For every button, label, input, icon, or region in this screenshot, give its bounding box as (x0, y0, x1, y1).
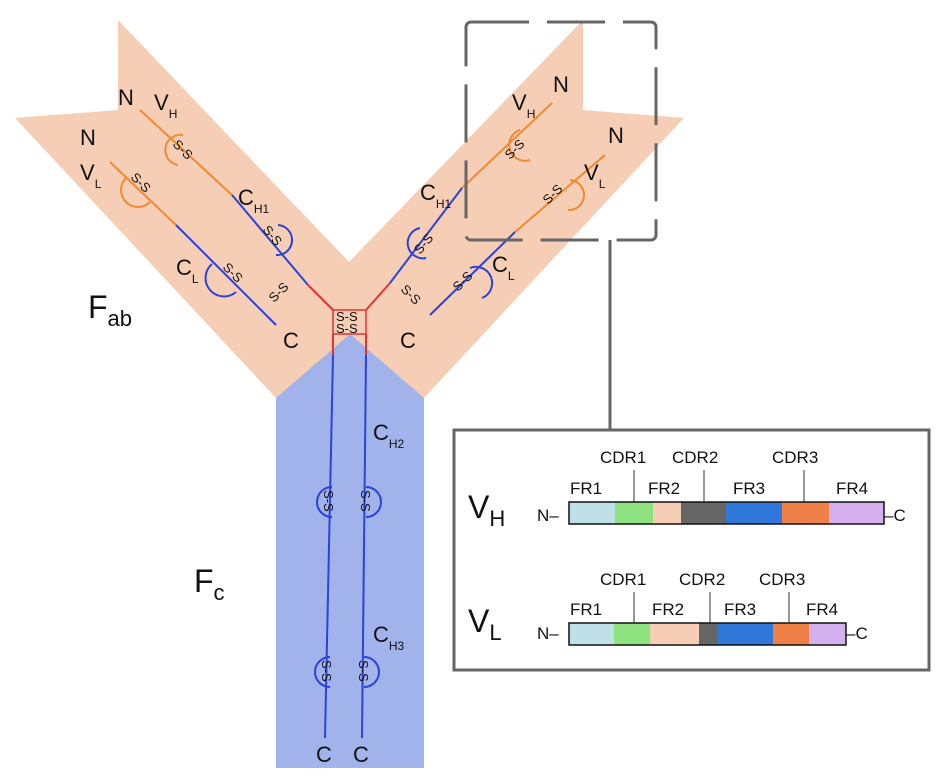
left-heavy-n-terminus: N (118, 85, 134, 110)
left-heavy-variable-chain (139, 109, 233, 196)
ss-loop-right-vh (508, 129, 531, 162)
vl-cdr2 (699, 623, 717, 645)
vh-fr3-label: FR3 (733, 479, 765, 498)
left-heavy-constant-chain (231, 194, 309, 286)
ss-loop-fc-left-ch3 (314, 656, 331, 688)
right-heavy-hinge (365, 282, 391, 311)
inset-vl-label: VL (468, 603, 502, 645)
hinge-ss-bottom: S-S (336, 321, 358, 336)
left-heavy-hinge (307, 284, 334, 311)
fc-left-chain (324, 354, 334, 739)
inset-vh-label: VH (468, 489, 505, 531)
vl-cdr1-label: CDR1 (600, 570, 646, 589)
ss-loop-right-ch1 (406, 227, 427, 260)
right-light-constant-chain (429, 231, 516, 316)
ss-fc-right-ch3: S-S (356, 660, 371, 682)
vl-fr2 (650, 623, 699, 645)
ss-loop-fc-left-ch2 (316, 486, 333, 518)
vl-cdr3-label: CDR3 (759, 570, 805, 589)
fc-right-c-terminus: C (353, 742, 369, 767)
right-heavy-constant-chain (389, 187, 463, 284)
vl-fr4 (809, 623, 846, 645)
vh-fr1-label: FR1 (570, 479, 602, 498)
right-c-terminus: C (400, 328, 416, 353)
inset-vl-c-end: –C (846, 624, 868, 643)
hinge-box (332, 309, 367, 335)
zoom-highlight-box (464, 20, 658, 242)
vh-fr4-label: FR4 (836, 479, 868, 498)
vh-cdr2-label: CDR2 (672, 448, 718, 467)
vh-fr2-label: FR2 (648, 479, 680, 498)
fc-region (276, 334, 424, 768)
right-vh-label: VH (512, 90, 535, 121)
left-c-terminus: C (283, 328, 299, 353)
left-light-constant-chain (175, 224, 277, 326)
vh-fr4 (829, 502, 884, 524)
inset-vl-bar (568, 622, 847, 646)
right-heavy-n-terminus: N (553, 72, 569, 97)
vl-fr3-label: FR3 (724, 600, 756, 619)
ss-loop-right-cl (469, 265, 494, 299)
left-vh-label: VH (154, 90, 177, 121)
ch2-label: CH2 (373, 420, 405, 451)
inset-vh-bar (568, 501, 885, 525)
ss-loop-left-cl (204, 263, 237, 298)
vh-fr2 (653, 502, 681, 524)
ss-loop-left-vl (120, 177, 151, 208)
ss-fc-right-ch2: S-S (358, 490, 373, 512)
vh-fr3 (726, 502, 782, 524)
left-vl-label: VL (80, 160, 102, 191)
inset-vl-n-end: N– (537, 624, 559, 643)
vl-cdr2-label: CDR2 (679, 570, 725, 589)
vl-fr1-label: FR1 (570, 600, 602, 619)
vl-fr2-label: FR2 (652, 600, 684, 619)
left-light-n-terminus: N (80, 125, 96, 150)
vh-cdr3-label: CDR3 (772, 448, 818, 467)
right-light-variable-chain (514, 154, 606, 233)
vh-cdr2 (681, 502, 726, 524)
ss-fc-left-ch2: S-S (321, 490, 336, 512)
ch3-label: CH3 (373, 622, 405, 653)
fc-label: Fc (194, 563, 225, 605)
hinge-ss-top: S-S (336, 309, 358, 324)
vh-cdr3 (782, 502, 829, 524)
left-cl-label: CL (176, 255, 199, 286)
vh-cdr1 (615, 502, 653, 524)
vl-fr1 (569, 623, 614, 645)
fc-left-c-terminus: C (316, 742, 332, 767)
ss-loop-right-vl (567, 179, 586, 212)
vh-cdr1-label: CDR1 (600, 448, 646, 467)
inset-vh-c-end: –C (884, 506, 906, 525)
left-light-variable-chain (109, 161, 177, 226)
fc-right-chain (361, 354, 367, 739)
right-heavy-variable-chain (461, 102, 553, 189)
vl-cdr3 (773, 623, 809, 645)
left-ch1-label: CH1 (238, 185, 270, 216)
fab-label: Fab (88, 289, 132, 331)
ss-loop-fc-right-ch3 (363, 656, 380, 688)
fab-region (15, 20, 684, 398)
vl-fr4-label: FR4 (806, 600, 838, 619)
inset-vh-n-end: N– (537, 506, 559, 525)
vl-cdr1 (614, 623, 650, 645)
ss-fc-left-ch3: S-S (319, 660, 334, 682)
ss-loop-fc-right-ch2 (365, 486, 382, 518)
ss-loop-left-ch1 (275, 224, 294, 257)
vh-bar-outline (568, 501, 885, 525)
vl-fr3 (717, 623, 773, 645)
right-light-n-terminus: N (608, 123, 624, 148)
right-ch1-label: CH1 (420, 180, 452, 211)
vh-fr1 (569, 502, 615, 524)
vl-bar-outline (568, 622, 847, 646)
right-cl-label: CL (492, 252, 515, 283)
right-vl-label: VL (584, 160, 606, 191)
ss-loop-left-vh (164, 133, 184, 166)
